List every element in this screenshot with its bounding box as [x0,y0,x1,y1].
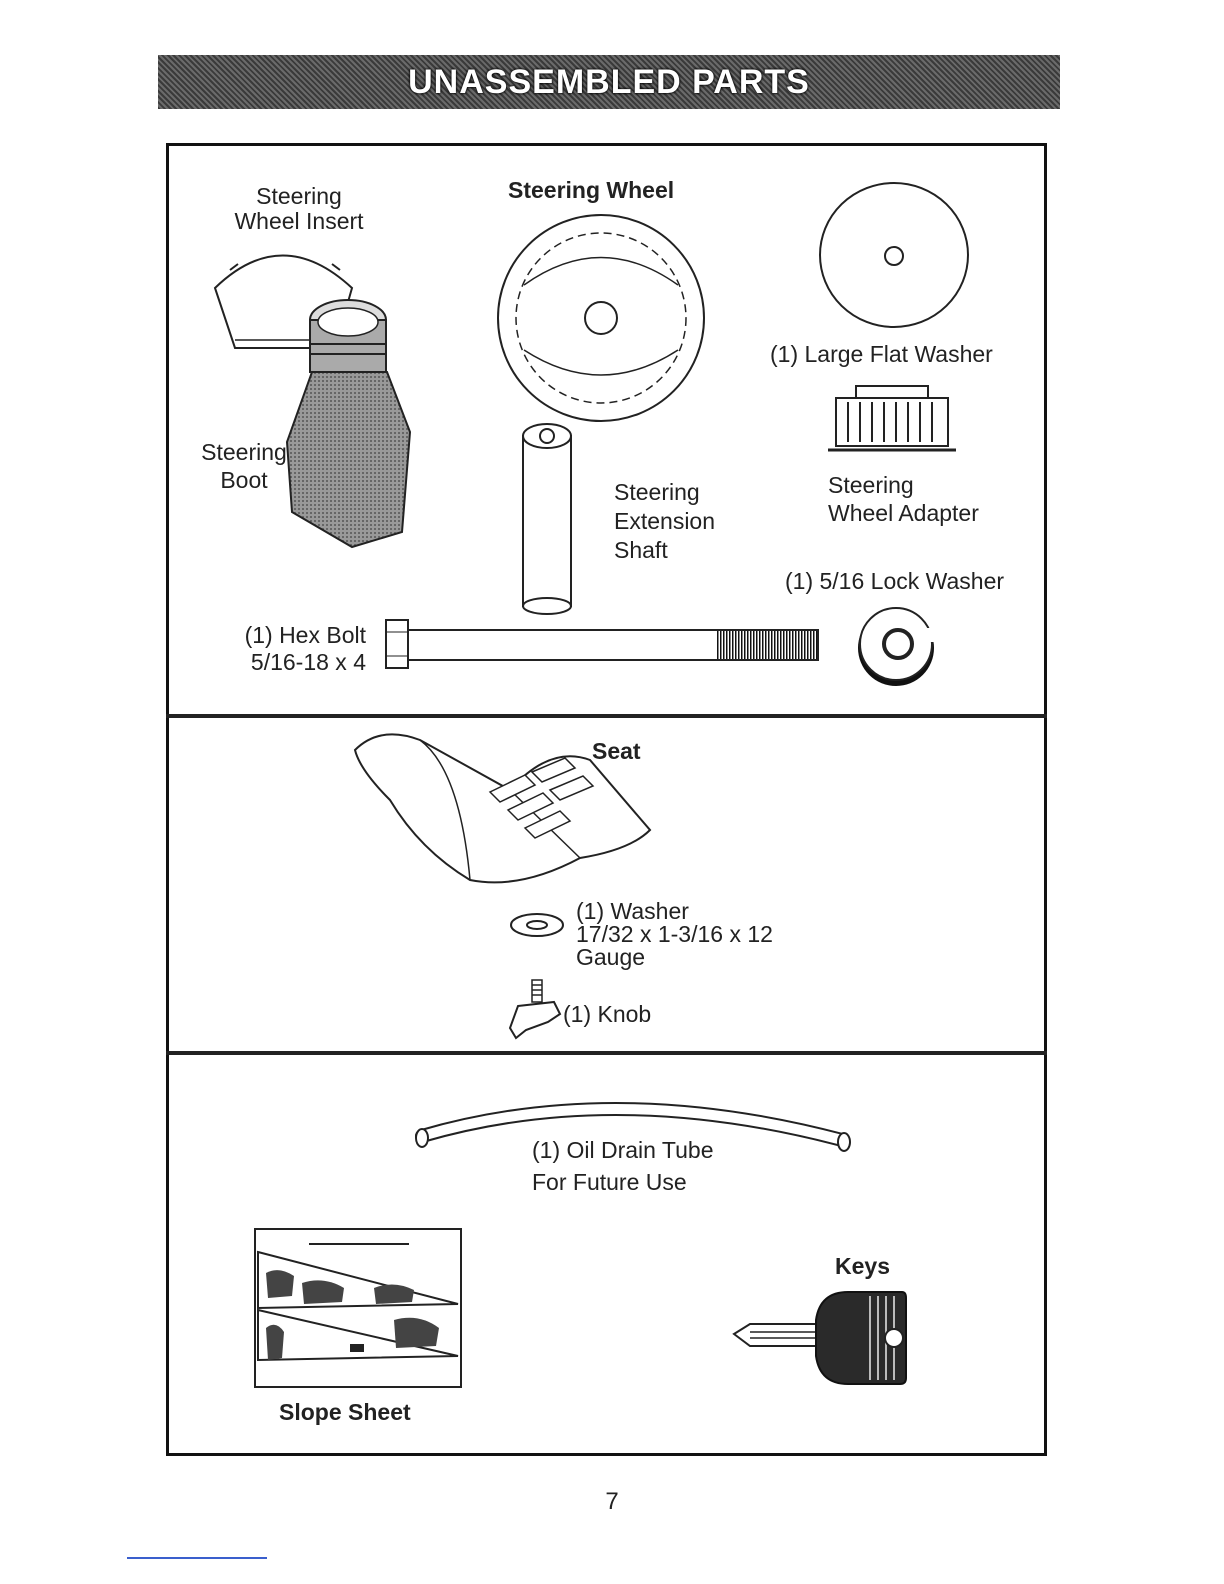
page-number: 7 [0,1488,1224,1516]
steering-wheel-illustration [494,210,708,426]
oil-drain-tube-label: (1) Oil Drain Tube For Future Use [532,1134,714,1198]
washer-illustration [508,910,566,940]
section-divider-2 [166,1051,1047,1055]
steering-wheel-adapter-illustration [826,384,958,454]
steering-boot-label: Steering Boot [196,438,292,494]
seat-label: Seat [592,737,641,765]
lock-washer-illustration [852,604,944,690]
key-illustration [730,1290,910,1386]
steering-extension-shaft-label: Steering Extension Shaft [614,478,715,565]
footer-rule [127,1557,267,1559]
hex-bolt-illustration [384,618,820,670]
steering-boot-illustration [282,292,418,552]
slope-sheet-label: Slope Sheet [279,1398,411,1426]
steering-wheel-adapter-label: Steering Wheel Adapter [828,471,979,527]
knob-illustration [506,978,564,1044]
keys-label: Keys [835,1252,890,1280]
steering-wheel-insert-label: Steering Wheel Insert [226,184,372,234]
steering-wheel-label: Steering Wheel [508,176,674,204]
steering-extension-shaft-illustration [515,420,579,616]
slope-sheet-illustration [254,1228,462,1388]
lock-washer-label: (1) 5/16 Lock Washer [785,567,1004,595]
hex-bolt-label: (1) Hex Bolt 5/16-18 x 4 [230,622,366,676]
section-divider-1 [166,714,1047,718]
large-flat-washer-illustration [816,180,972,330]
knob-label: (1) Knob [563,1000,651,1028]
page-title-banner: UNASSEMBLED PARTS [158,55,1060,109]
washer-label: (1) Washer 17/32 x 1-3/16 x 12 Gauge [576,900,773,969]
page-title: UNASSEMBLED PARTS [408,63,810,102]
large-flat-washer-label: (1) Large Flat Washer [770,340,993,368]
